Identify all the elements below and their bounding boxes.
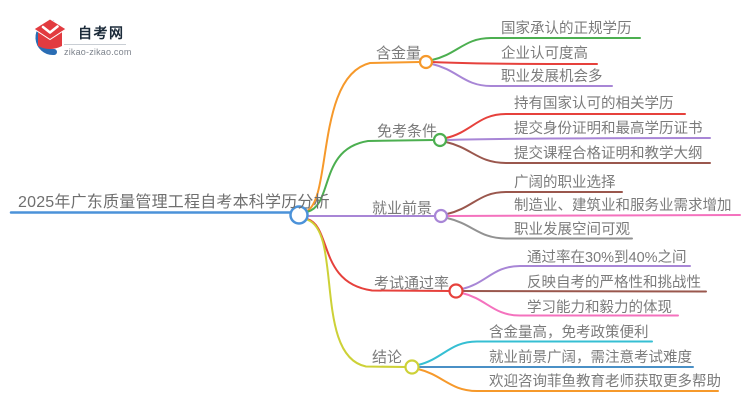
leaf-line-1-2 bbox=[431, 61, 598, 65]
leaf-label[interactable]: 就业前景广阔，需注意考试难度 bbox=[489, 350, 692, 366]
leaf-label[interactable]: 国家承认的正规学历 bbox=[501, 21, 632, 37]
branch-label-employment[interactable]: 就业前景 bbox=[372, 200, 433, 217]
logo-divider bbox=[64, 44, 126, 45]
node-branch-2[interactable] bbox=[432, 132, 448, 148]
branch-label-value[interactable]: 含金量 bbox=[376, 45, 422, 62]
node-branch-5[interactable] bbox=[404, 359, 420, 375]
branch-label-conclusion[interactable]: 结论 bbox=[372, 349, 403, 366]
leaf-label[interactable]: 企业认可度高 bbox=[501, 46, 588, 62]
node-branch-4[interactable] bbox=[448, 283, 464, 299]
leaf-line-3-1 bbox=[446, 191, 623, 215]
node-branch-3[interactable] bbox=[433, 208, 449, 224]
leaf-line-3-3 bbox=[446, 217, 633, 240]
site-logo: 自考网 zikao-zikao.com bbox=[28, 14, 158, 62]
branch-line-5 bbox=[307, 219, 407, 368]
leaf-label[interactable]: 通过率在30%到40%之间 bbox=[527, 250, 687, 266]
branch-label-pass-rate[interactable]: 考试通过率 bbox=[374, 275, 450, 292]
leaf-line-1-1 bbox=[431, 37, 641, 61]
leaf-label[interactable]: 职业发展空间可观 bbox=[514, 222, 630, 238]
leaf-label[interactable]: 含金量高，免考政策便利 bbox=[489, 325, 649, 341]
leaf-label[interactable]: 提交身份证明和最高学历证书 bbox=[514, 121, 703, 137]
leaf-line-4-3 bbox=[461, 292, 679, 317]
root-topic-label[interactable]: 2025年广东质量管理工程自考本科学历分析 bbox=[18, 194, 330, 211]
leaf-label[interactable]: 职业发展机会多 bbox=[501, 69, 603, 85]
leaf-line-2-2 bbox=[445, 137, 711, 141]
leaf-line-4-2 bbox=[461, 290, 707, 293]
leaf-label[interactable]: 反映自考的严格性和挑战性 bbox=[527, 275, 701, 291]
leaf-line-3-2 bbox=[446, 214, 741, 217]
leaf-line-5-3 bbox=[417, 368, 719, 392]
branch-line-1 bbox=[306, 61, 421, 212]
leaf-line-2-1 bbox=[445, 113, 686, 139]
leaf-line-4-1 bbox=[461, 265, 691, 290]
branch-label-exemption[interactable]: 免考条件 bbox=[377, 123, 438, 140]
leaf-label[interactable]: 欢迎咨询菲鱼教育老师获取更多帮助 bbox=[489, 374, 721, 390]
leaf-line-2-3 bbox=[445, 141, 711, 164]
node-branch-1[interactable] bbox=[418, 54, 434, 70]
leaf-label[interactable]: 持有国家认可的相关学历 bbox=[514, 96, 674, 112]
leaf-line-5-1 bbox=[417, 340, 653, 366]
node-root[interactable] bbox=[289, 205, 309, 225]
leaf-label[interactable]: 广阔的职业选择 bbox=[514, 175, 616, 191]
logo-title: 自考网 bbox=[78, 25, 125, 41]
graduation-cap-icon bbox=[33, 18, 66, 56]
leaf-label[interactable]: 提交课程合格证明和教学大纲 bbox=[514, 146, 703, 162]
leaf-line-1-3 bbox=[431, 63, 613, 87]
leaf-label[interactable]: 制造业、建筑业和服务业需求增加 bbox=[514, 198, 732, 214]
branch-line-2 bbox=[306, 139, 435, 213]
leaf-label[interactable]: 学习能力和毅力的体现 bbox=[527, 300, 672, 316]
logo-url: zikao-zikao.com bbox=[64, 47, 132, 57]
